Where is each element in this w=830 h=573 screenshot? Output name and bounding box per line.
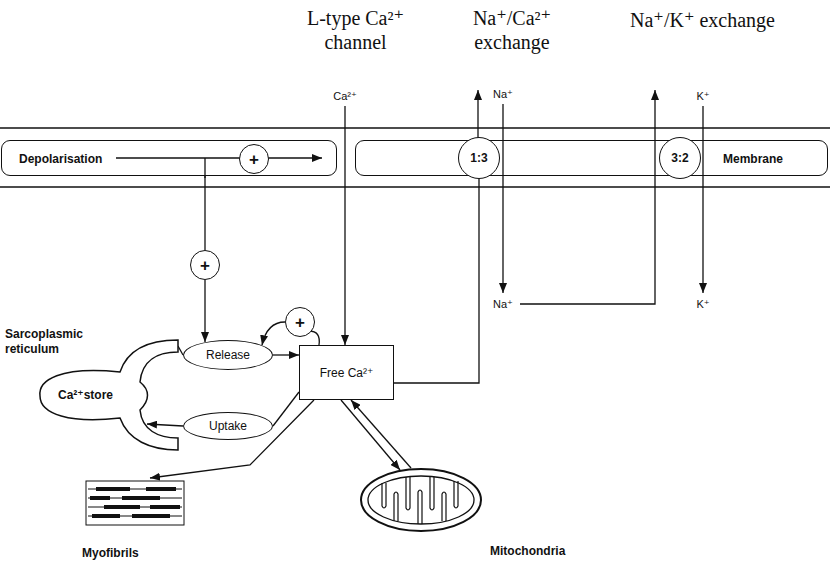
connector-arrow (204, 176, 205, 250)
connector-arrow (309, 331, 319, 345)
connector-arrow (351, 400, 411, 468)
node-label: Release (184, 348, 272, 363)
process-box: Free Ca²⁺ (299, 345, 394, 400)
mitochondrion-illustration (361, 469, 481, 531)
ion-label: Ca²⁺ (325, 89, 365, 103)
stimulus-circle: + (190, 250, 220, 280)
potassium-influx-arrow (702, 106, 703, 293)
node-label: 1:3 (459, 151, 499, 166)
sarcoplasmic-reticulum: Sarcoplasmic reticulumCa²⁺store (0, 325, 180, 455)
membrane-line (0, 127, 830, 129)
connector-arrow (273, 392, 299, 426)
membrane-channel-band: Depolarisation + (1, 140, 337, 176)
node-label: Myofibrils (82, 546, 139, 561)
node-label: + (286, 314, 314, 331)
node-label: + (191, 257, 219, 274)
ion-label: K⁺ (683, 297, 723, 311)
connector-arrow (204, 280, 205, 342)
stimulus-circle: + (239, 144, 269, 174)
connector-arrow (341, 400, 400, 470)
calcium-influx-arrow (344, 106, 345, 345)
sodium-efflux-arrow (520, 90, 655, 304)
membrane-line (0, 186, 830, 188)
calcium-efflux-arrow (477, 90, 478, 139)
node-label: Ca²⁺store (58, 388, 113, 403)
node-label: Uptake (184, 419, 272, 434)
process-ellipse: Uptake (183, 412, 273, 440)
myofibrils-target: Myofibrils (80, 478, 190, 566)
ion-label: Na⁺ (483, 297, 523, 311)
myofibrils-illustration (86, 481, 184, 525)
node-label: Depolarisation (19, 152, 102, 167)
pump-circle: 3:2 (659, 137, 701, 179)
node-label: 3:2 (660, 151, 700, 166)
signal-arrow (266, 157, 322, 158)
signal-line (116, 157, 240, 158)
ion-label: Na⁺ (483, 87, 523, 101)
node-label: Free Ca²⁺ (300, 365, 393, 380)
connector-arrow (262, 322, 285, 345)
connector-arrow (394, 179, 479, 383)
membrane-band: Membrane 1:3 3:2 (355, 140, 828, 176)
stimulus-circle: + (285, 307, 315, 337)
node-label: Membrane (723, 152, 783, 167)
node-label: Sarcoplasmic reticulum (5, 327, 100, 357)
node-label: + (240, 151, 268, 168)
exchanger-heading: Na⁺/K⁺ exchange (595, 8, 810, 32)
channel-heading: L-type Ca²⁺ channel (278, 6, 433, 54)
connector-arrow (273, 354, 299, 355)
mitochondria-target: Mitochondria (355, 462, 580, 562)
sodium-influx-arrow (502, 104, 503, 293)
exchanger-heading: Na⁺/Ca²⁺ exchange (452, 6, 572, 54)
signal-branch (204, 158, 205, 178)
exchanger-circle: 1:3 (458, 137, 500, 179)
node-label: Mitochondria (490, 544, 565, 559)
process-ellipse: Release (183, 340, 273, 370)
reticulum-membrane (40, 340, 178, 450)
connector-arrow (147, 424, 183, 426)
ion-label: K⁺ (683, 89, 723, 103)
